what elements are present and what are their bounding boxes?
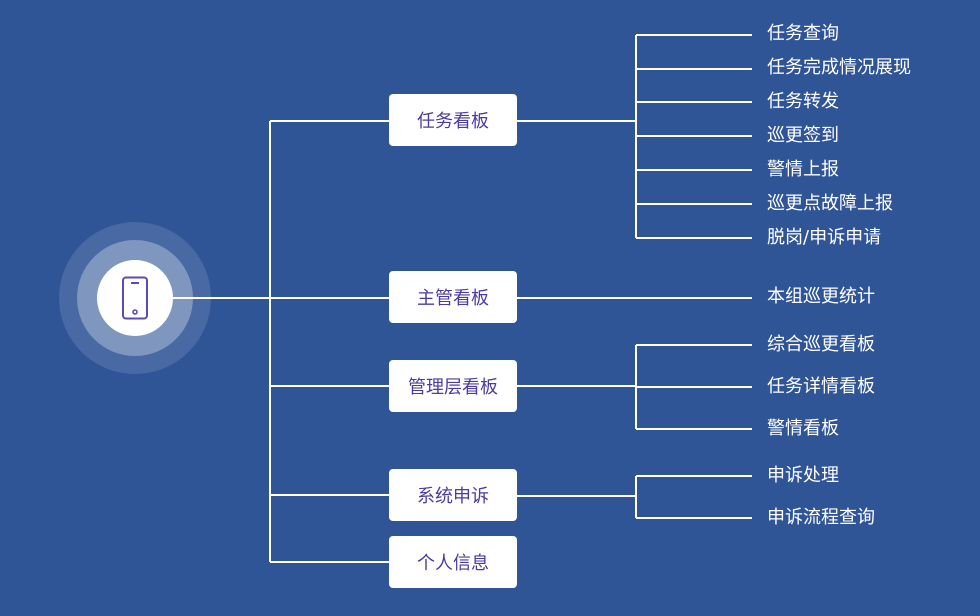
leaf-overall-patrol-board[interactable]: 综合巡更看板 — [767, 334, 875, 355]
branch-management-board[interactable]: 管理层看板 — [389, 360, 517, 412]
leaf-appeal-handling[interactable]: 申诉处理 — [767, 465, 839, 486]
leaf-task-completion-display[interactable]: 任务完成情况展现 — [767, 57, 911, 78]
leaf-patrol-point-fault-report[interactable]: 巡更点故障上报 — [767, 193, 893, 214]
leaf-absence-appeal-request[interactable]: 脱岗/申诉申请 — [767, 227, 882, 248]
branch-task-board[interactable]: 任务看板 — [389, 94, 517, 146]
smartphone-icon — [122, 276, 148, 320]
leaf-alert-report[interactable]: 警情上报 — [767, 159, 839, 180]
leaf-patrol-checkin[interactable]: 巡更签到 — [767, 125, 839, 146]
root-node[interactable] — [97, 260, 173, 336]
leaf-task-detail-board[interactable]: 任务详情看板 — [767, 376, 875, 397]
branch-system-appeal[interactable]: 系统申诉 — [389, 469, 517, 521]
leaf-appeal-process-query[interactable]: 申诉流程查询 — [767, 507, 875, 528]
leaf-task-query[interactable]: 任务查询 — [767, 23, 839, 44]
leaf-task-forward[interactable]: 任务转发 — [767, 91, 839, 112]
branch-supervisor-board[interactable]: 主管看板 — [389, 271, 517, 323]
leaf-alert-board[interactable]: 警情看板 — [767, 418, 839, 439]
leaf-group-patrol-stats[interactable]: 本组巡更统计 — [767, 286, 875, 307]
branch-personal-info[interactable]: 个人信息 — [389, 536, 517, 588]
